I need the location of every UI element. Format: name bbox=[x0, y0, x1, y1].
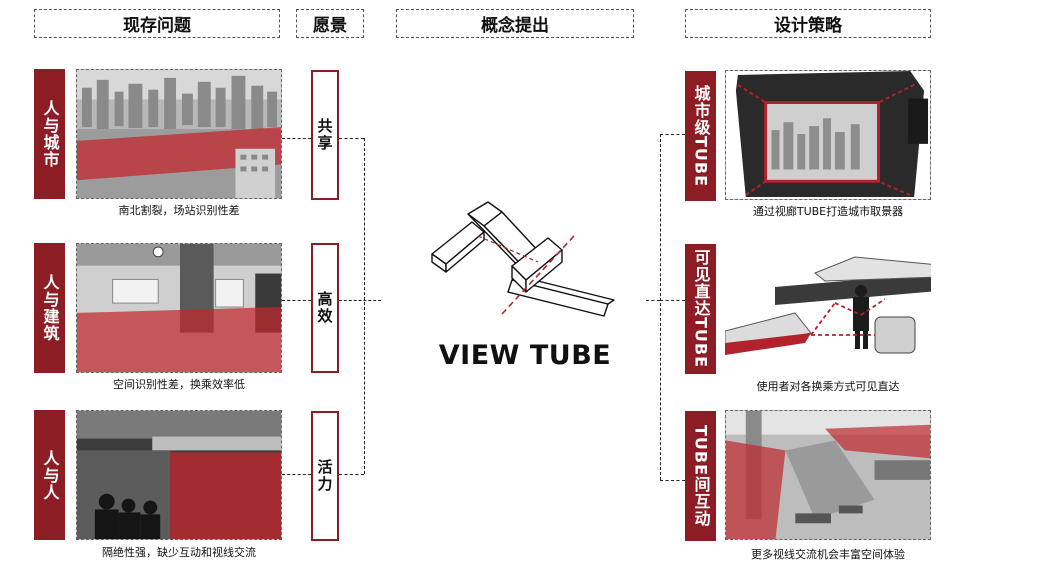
vision-share: 共享 bbox=[311, 70, 339, 200]
concept-diagram bbox=[428, 196, 624, 320]
strategy-tab-tube-interaction: TUBE间互动 bbox=[685, 411, 716, 541]
vision-label: 共享 bbox=[315, 118, 334, 152]
connector-bracket-strategy3 bbox=[660, 480, 685, 481]
header-vision: 愿景 bbox=[296, 9, 364, 38]
problem-tab-label: 人与人 bbox=[40, 449, 60, 501]
problem-tab-city: 人与城市 bbox=[34, 69, 65, 199]
strategy-caption-tube-interaction: 更多视线交流机会丰富空间体验 bbox=[751, 548, 905, 561]
problem-tab-label: 人与建筑 bbox=[40, 274, 60, 342]
connector-vision3-bracket bbox=[339, 474, 364, 475]
problem-photo-city bbox=[76, 69, 282, 199]
strategy-caption-direct-tube: 使用者对各换乘方式可见直达 bbox=[756, 380, 900, 393]
connector-problem2-vision2 bbox=[282, 300, 311, 301]
connector-problem1-vision1 bbox=[282, 138, 311, 139]
problem-tab-people: 人与人 bbox=[34, 410, 65, 540]
problem-photo-building bbox=[76, 243, 282, 373]
vision-label: 高效 bbox=[315, 291, 334, 325]
problem-caption-building: 空间识别性差，换乘效率低 bbox=[113, 378, 245, 391]
strategy-tab-city-tube: 城市级TUBE bbox=[685, 71, 716, 201]
strategy-photo-city-tube bbox=[725, 70, 931, 200]
vision-label: 活力 bbox=[315, 459, 334, 493]
problem-photo-people bbox=[76, 410, 282, 540]
connector-concept-strategies bbox=[646, 300, 660, 301]
strategy-tab-direct-tube: 可见直达TUBE bbox=[685, 244, 716, 374]
connector-bracket-strategy2 bbox=[660, 300, 685, 301]
strategy-tab-label: 城市级TUBE bbox=[691, 84, 711, 188]
problem-caption-city: 南北割裂，场站识别性差 bbox=[118, 204, 240, 217]
header-concept: 概念提出 bbox=[396, 9, 634, 38]
connector-bracket-strategy1 bbox=[660, 134, 685, 135]
strategy-photo-tube-interaction bbox=[725, 410, 931, 540]
connector-vision1-bracket bbox=[339, 138, 364, 139]
problem-caption-people: 隔绝性强，缺少互动和视线交流 bbox=[102, 546, 256, 559]
vision-vitality: 活力 bbox=[311, 411, 339, 541]
concept-title: VIEW TUBE bbox=[438, 340, 612, 371]
problem-tab-building: 人与建筑 bbox=[34, 243, 65, 373]
header-problems: 现存问题 bbox=[34, 9, 280, 38]
header-strategy: 设计策略 bbox=[685, 9, 931, 38]
strategy-tab-label: TUBE间互动 bbox=[691, 424, 711, 528]
connector-vision2-concept bbox=[339, 300, 381, 301]
vision-efficient: 高效 bbox=[311, 243, 339, 373]
strategy-bracket-line bbox=[660, 134, 661, 480]
problem-tab-label: 人与城市 bbox=[40, 100, 60, 168]
strategy-photo-direct-tube bbox=[725, 243, 931, 373]
strategy-tab-label: 可见直达TUBE bbox=[691, 249, 711, 369]
vision-bracket-line bbox=[364, 138, 365, 474]
connector-problem3-vision3 bbox=[282, 474, 311, 475]
strategy-caption-city-tube: 通过视廊TUBE打造城市取景器 bbox=[752, 205, 904, 218]
